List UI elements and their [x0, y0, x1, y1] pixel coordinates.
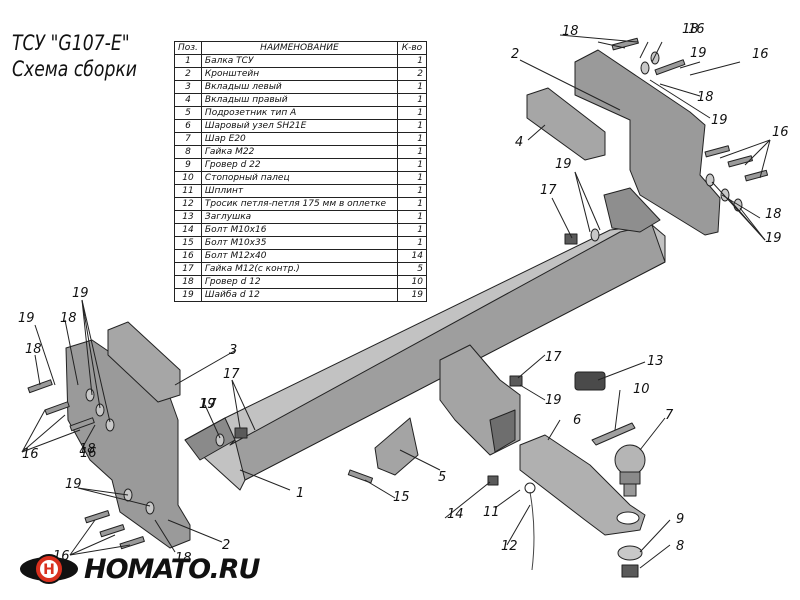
- cable: [529, 491, 535, 571]
- callout-label: 19: [72, 286, 89, 301]
- callout-label: 19: [65, 477, 82, 492]
- row-qty: 1: [396, 236, 427, 250]
- callout-label: 17: [545, 350, 562, 365]
- callout-label: 15: [393, 490, 410, 505]
- callout-label: 18: [60, 311, 77, 326]
- callout-label: 16: [22, 447, 39, 462]
- callout-label: 2: [511, 47, 519, 62]
- callout-label: 4: [515, 135, 523, 150]
- callout-label: 19: [18, 311, 35, 326]
- callout-label: 18: [697, 90, 714, 105]
- row-qty: 19: [396, 288, 427, 302]
- insert-left: [107, 321, 181, 403]
- callout-label: 16: [80, 446, 97, 461]
- bracket-right: [574, 49, 721, 236]
- callout-label: 18: [79, 442, 96, 457]
- callout-label: 19: [690, 46, 707, 61]
- callout-label: 19: [545, 393, 562, 408]
- title-line-2: Схема сборки: [12, 57, 137, 81]
- callout-label: 3: [229, 343, 237, 358]
- lock-pin: [591, 422, 636, 446]
- callout-label: 9: [676, 512, 684, 527]
- callout-label: 18: [682, 22, 699, 37]
- title-line-1: ТСУ "G107-E": [12, 31, 130, 55]
- callout-label: 2: [222, 538, 230, 553]
- diagram-title: ТСУ "G107-E" Схема сборки: [12, 30, 137, 82]
- homato-logo: H HOMATO.RU: [18, 551, 260, 587]
- insert-right: [526, 87, 606, 161]
- callout-label: 11: [483, 505, 500, 520]
- socket-plate: [374, 417, 419, 476]
- callout-label: 18: [765, 207, 782, 222]
- row-qty: 1: [396, 197, 427, 211]
- callout-label: 12: [501, 539, 518, 554]
- ball-mount: [519, 434, 646, 536]
- cap-plug: [574, 371, 606, 391]
- callout-label: 14: [447, 507, 464, 522]
- callout-label: 16: [772, 125, 789, 140]
- callout-label: 7: [665, 408, 674, 423]
- callout-label: 5: [438, 470, 446, 485]
- callout-label: 10: [633, 382, 650, 397]
- callout-label: 17: [540, 183, 557, 198]
- row-qty: 1: [396, 119, 427, 133]
- callout-label: 18: [25, 342, 42, 357]
- callout-label: 16: [752, 47, 769, 62]
- callout-label: 18: [175, 551, 192, 566]
- callout-label: 8: [676, 539, 684, 554]
- callout-label: 13: [647, 354, 664, 369]
- logo-text: HOMATO.RU: [84, 553, 260, 585]
- callout-label: 17: [223, 367, 240, 382]
- callout-label: 16: [688, 22, 705, 37]
- callout-label: 6: [573, 413, 581, 428]
- logo-letter: H: [43, 562, 55, 578]
- callout-label: 17: [200, 397, 217, 412]
- callout-label: 19: [555, 157, 572, 172]
- callout-label: 19: [711, 113, 728, 128]
- callout-label: 19: [765, 231, 782, 246]
- homato-emblem-icon: H: [20, 554, 78, 584]
- callout-label: 18: [562, 24, 579, 39]
- row-pos: 19: [174, 288, 202, 302]
- callout-label: 1: [296, 486, 304, 501]
- callout-label: 19: [199, 397, 216, 412]
